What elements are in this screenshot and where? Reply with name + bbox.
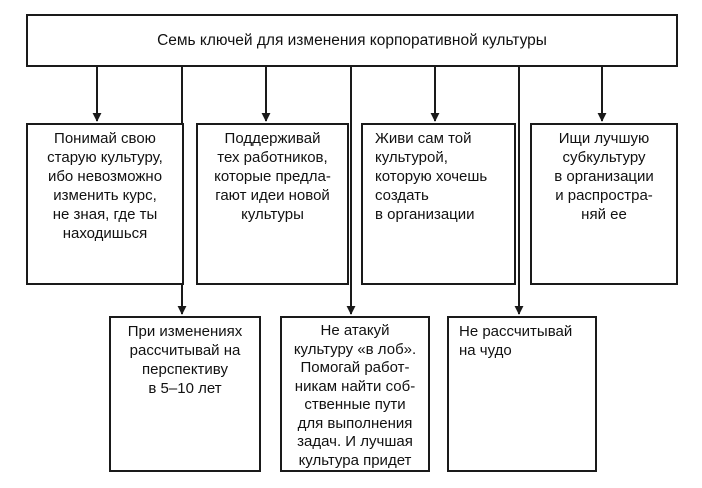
key-box-7: Не рассчитывай на чудо: [447, 316, 597, 472]
key-box-6: Не атакуй культуру «в лоб». Помогай рабо…: [280, 316, 430, 472]
key-box-2: Поддерживай тех работников, которые пред…: [196, 123, 349, 285]
diagram-title: Семь ключей для изменения корпоративной …: [157, 32, 547, 49]
key-box-1: Понимай свою старую культуру, ибо невозм…: [26, 123, 184, 285]
diagram-title-box: Семь ключей для изменения корпоративной …: [26, 14, 678, 67]
key-box-3: Живи сам той культурой, которую хочешь с…: [361, 123, 516, 285]
key-box-4: Ищи лучшую субкультуру в организации и р…: [530, 123, 678, 285]
key-box-5: При изменениях рассчитывай на перспектив…: [109, 316, 261, 472]
